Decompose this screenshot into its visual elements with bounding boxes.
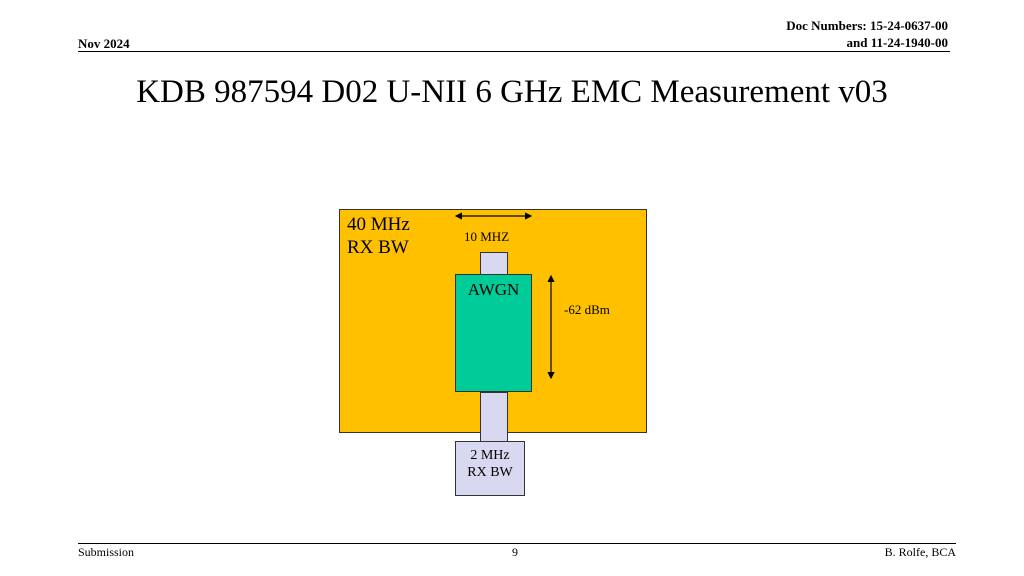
header-doc-numbers: Doc Numbers: 15-24-0637-00 and 11-24-194… (786, 17, 948, 51)
awgn-label: AWGN (467, 280, 520, 299)
footer-submission: Submission (78, 545, 135, 559)
slide-title: KDB 987594 D02 U-NII 6 GHz EMC Measureme… (136, 74, 888, 110)
doc-number-line-2: and 11-24-1940-00 (846, 35, 948, 50)
footer-page-number: 9 (512, 545, 518, 559)
power-label: -62 dBm (564, 302, 610, 317)
header-divider (78, 51, 950, 52)
rx-bw-2mhz-line-1: 2 MHz (470, 448, 510, 463)
rx-bw-40mhz-line-2: RX BW (347, 237, 409, 258)
footer-divider (78, 543, 956, 544)
rx-bw-2mhz-label: 2 MHz RX BW (455, 447, 525, 481)
header-date: Nov 2024 (78, 36, 130, 51)
rx-bw-40mhz-label: 40 MHz RX BW (347, 213, 410, 259)
awgn-signal-block (455, 274, 532, 392)
footer-author: B. Rolfe, BCA (884, 545, 956, 559)
rx-bw-2mhz-line-2: RX BW (467, 465, 513, 480)
width-label: 10 MHZ (464, 229, 510, 244)
rx-bw-2mhz-box (455, 441, 525, 496)
rx-bw-40mhz-line-1: 40 MHz (347, 214, 410, 235)
doc-number-line-1: Doc Numbers: 15-24-0637-00 (786, 18, 948, 33)
